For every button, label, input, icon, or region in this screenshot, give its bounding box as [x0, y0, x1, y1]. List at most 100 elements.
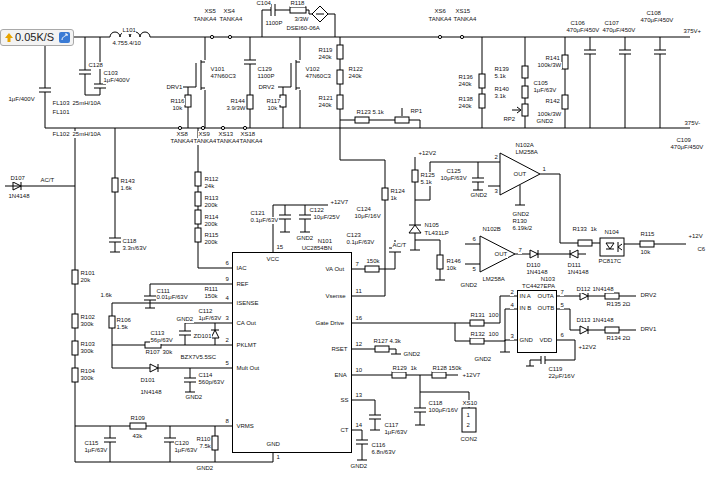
part-label: AC/T [392, 242, 407, 249]
part-label: 1N4148 [592, 286, 614, 293]
part-label: 1N4148 [8, 193, 30, 200]
part-label: R141 [545, 55, 560, 62]
part-label: R129 [392, 365, 407, 372]
part-label: R121 [318, 95, 333, 102]
part-label: C115 [84, 440, 99, 447]
part-label: AC/T [40, 177, 55, 184]
part-label: 1 [276, 454, 280, 461]
part-label: 1μF/63V [84, 447, 108, 454]
part-label: 6 [472, 236, 476, 243]
part-label: 100k/3W [537, 111, 562, 118]
part-label: 7 [518, 247, 522, 254]
part-label: 300k [80, 375, 94, 382]
part-label: Gate Drive [315, 320, 345, 327]
part-label: 3.9/3W [226, 105, 246, 112]
part-label: 3/3W [294, 16, 309, 23]
part-label: 7 [560, 289, 564, 296]
controller-wiring [109, 128, 232, 392]
part-label: GND2 [460, 282, 478, 289]
part-label: R109 [130, 415, 145, 422]
part-label: XS8 [176, 131, 188, 138]
part-label: 10k [446, 265, 457, 272]
part-label: GND2 [196, 465, 214, 472]
optocoupler-symbol [600, 238, 624, 256]
part-label: R140 [494, 86, 509, 93]
part-label: 150k [366, 258, 380, 265]
part-label: 3 [225, 315, 229, 322]
part-label: GND2 [296, 235, 314, 242]
part-label: 470μF/450V [640, 17, 674, 24]
part-label: DRV1 [166, 84, 183, 91]
part-label: 100 [488, 312, 499, 319]
part-label: XS5 [204, 8, 216, 15]
part-label: 150k [448, 365, 462, 372]
part-label: C117 [384, 422, 399, 429]
part-label: 16 [355, 315, 363, 322]
part-label: 1N4148 [592, 317, 614, 324]
part-label: VRMS [236, 423, 254, 430]
part-label: 1.5k [116, 324, 128, 331]
part-label: 6.8n/63V [371, 449, 396, 456]
part-label: 300k [80, 321, 94, 328]
part-label: R112 [204, 176, 219, 183]
part-label: DRV2 [258, 84, 275, 91]
part-label: 1μF/63V [384, 429, 408, 436]
part-label: 200k [204, 202, 218, 209]
part-label: D110 [526, 262, 541, 269]
part-label: R142 [545, 98, 560, 105]
part-label: 6 [225, 260, 229, 267]
part-label: +12V [688, 233, 703, 240]
ic-heading: N103TC4427EPA [517, 276, 557, 290]
part-label: 1 [466, 412, 470, 419]
part-label: 240k [318, 54, 332, 61]
part-label: 22μF/16V [548, 373, 575, 380]
part-label: C113 [150, 330, 165, 337]
ic-heading: N101UC2854BN [232, 238, 352, 252]
part-label: 15 [276, 244, 284, 251]
app-icon [58, 30, 72, 45]
part-label: 240k [458, 103, 472, 110]
part-label: XS13 [218, 131, 234, 138]
part-label: 2 [494, 154, 498, 161]
part-label: D101 [140, 377, 155, 384]
part-label: XS15 [455, 8, 471, 15]
part-label: 1k [410, 365, 417, 372]
part-label: 4 [225, 295, 229, 302]
ic-name: TC4427EPA [517, 283, 555, 290]
part-label: 14 [355, 422, 363, 429]
part-label: R127 [373, 338, 388, 345]
part-label: FL102 [52, 131, 70, 138]
part-label: R122 [348, 66, 363, 73]
part-label: R124 [390, 188, 405, 195]
part-label: TANKA4 [216, 138, 240, 145]
part-label: C106 [570, 20, 585, 27]
part-label: VA Out [325, 266, 345, 273]
part-label: 7.5k [199, 443, 211, 450]
arrow-icon [3, 30, 15, 45]
part-label: 2Ω [622, 301, 631, 308]
part-label: ENA [334, 372, 347, 379]
part-label: 9 [225, 276, 229, 283]
part-label: 1k [390, 195, 397, 202]
part-label: 13 [355, 392, 363, 399]
part-label: PC817C [598, 258, 622, 265]
optocoupler-symbol [606, 242, 622, 252]
part-label: 0.1μF/63V [250, 217, 279, 224]
part-label: 1N4148 [526, 269, 548, 276]
part-label: C122 [309, 207, 324, 214]
part-label: ZD101 [193, 333, 212, 340]
part-label: CON2 [460, 436, 478, 443]
part-label: D113 [576, 317, 591, 324]
part-label: IN A [519, 293, 531, 300]
part-label: 1N4148 [140, 389, 162, 396]
part-label: 7 [355, 261, 359, 268]
part-label: C112 [198, 308, 213, 315]
connector-symbol [462, 408, 476, 432]
part-label: SS [340, 397, 349, 404]
part-label: R123 [356, 109, 371, 116]
part-label: GND2 [474, 356, 492, 363]
part-label: TANKA4 [428, 16, 452, 23]
feedback-wiring [409, 157, 500, 280]
part-label: 10μF/16V [354, 213, 381, 220]
part-label: V101 [210, 66, 225, 73]
